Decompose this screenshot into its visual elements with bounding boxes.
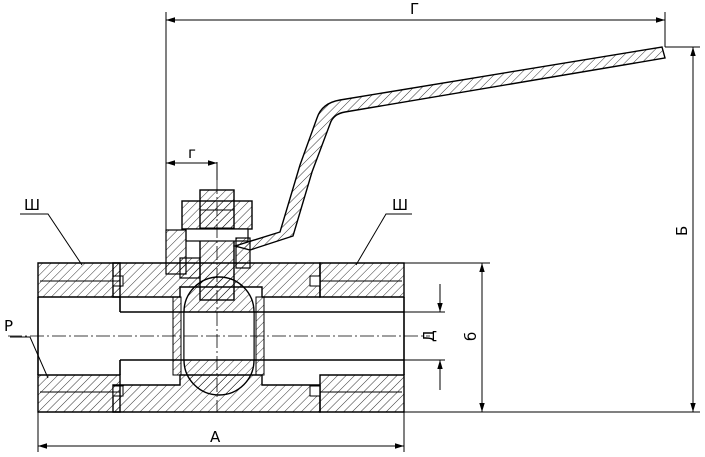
dim-label-g: г bbox=[188, 144, 196, 162]
hex-label-right: Ш bbox=[392, 196, 408, 214]
thread-label: Р bbox=[4, 317, 13, 335]
dim-label-D: Д bbox=[420, 330, 438, 342]
dimension-lines bbox=[10, 12, 700, 452]
right-end-fitting bbox=[319, 262, 405, 413]
handle-lever bbox=[232, 46, 666, 251]
dim-label-A: А bbox=[210, 428, 221, 446]
dim-label-G: Г bbox=[410, 0, 419, 18]
left-end-fitting bbox=[37, 262, 121, 413]
center-lines bbox=[8, 180, 430, 412]
dim-label-b: б bbox=[462, 332, 480, 341]
dim-label-B: Б bbox=[673, 226, 691, 236]
hex-label-left: Ш bbox=[24, 196, 40, 214]
